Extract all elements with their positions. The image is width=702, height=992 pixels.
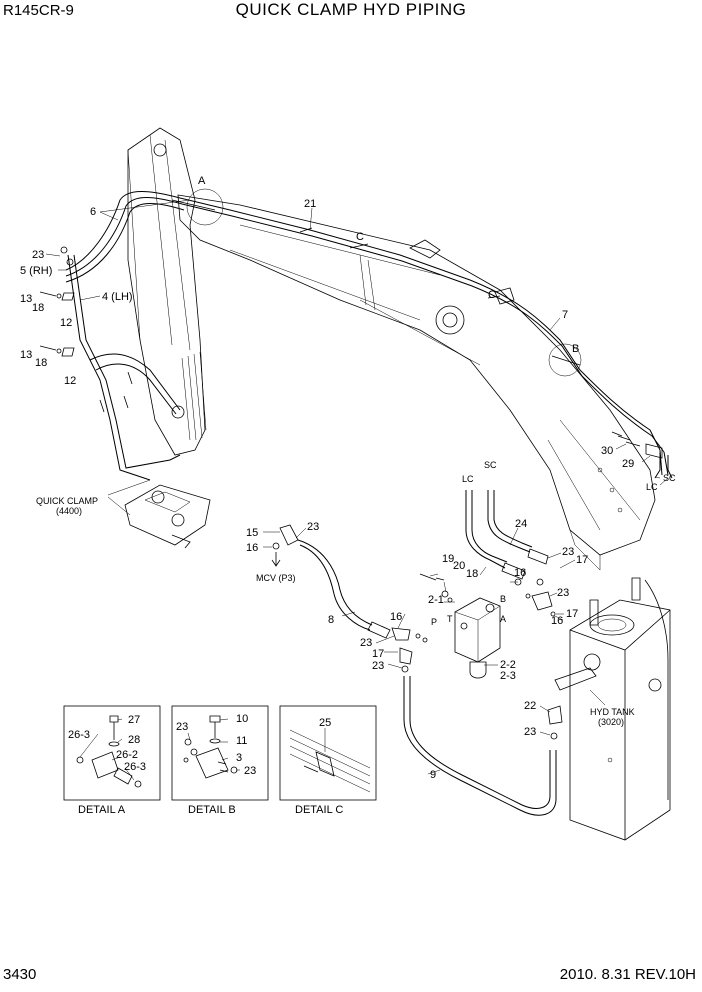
label-part-13: 13 bbox=[20, 293, 32, 305]
label-detail-a: A bbox=[198, 175, 206, 187]
label-quick-clamp-ref: (4400) bbox=[56, 506, 82, 516]
leader-lines bbox=[45, 199, 669, 781]
arm-structure bbox=[177, 194, 656, 571]
label-hyd-tank-ref: (3020) bbox=[598, 717, 624, 727]
label-detail-a-26-2: 26-2 bbox=[116, 749, 138, 761]
label-part-16: 16 bbox=[246, 542, 258, 554]
label-quick-clamp: QUICK CLAMP bbox=[36, 496, 98, 506]
label-port-b: B bbox=[500, 594, 506, 604]
label-detail-a: DETAIL A bbox=[78, 804, 126, 816]
label-part-30: 30 bbox=[601, 445, 613, 457]
page-number: 3430 bbox=[3, 966, 37, 983]
label-part-19: 19 bbox=[442, 553, 454, 565]
label-mcv: MCV (P3) bbox=[256, 573, 296, 583]
label-part-15: 15 bbox=[246, 527, 258, 539]
detail-b-circle bbox=[548, 343, 582, 377]
page-title: QUICK CLAMP HYD PIPING bbox=[235, 0, 467, 19]
quick-clamp-body bbox=[124, 484, 211, 549]
label-detail-b-23: 23 bbox=[176, 721, 188, 733]
label-part-12: 12 bbox=[60, 317, 72, 329]
valve-block bbox=[415, 573, 556, 679]
label-part-23: 23 bbox=[32, 249, 44, 261]
label-part-23-e: 23 bbox=[360, 637, 372, 649]
label-part-9: 9 bbox=[430, 769, 436, 781]
label-detail-b: DETAIL B bbox=[188, 804, 236, 816]
hose-8 bbox=[271, 524, 411, 641]
label-part-13-b: 13 bbox=[20, 349, 32, 361]
label-part-16-d: 16 bbox=[390, 611, 402, 623]
label-detail-a-27: 27 bbox=[128, 714, 140, 726]
hose-24 bbox=[465, 490, 549, 580]
label-part-5: 5 (RH) bbox=[20, 265, 52, 277]
label-lc-right: LC bbox=[646, 482, 658, 492]
label-detail-c-2: C bbox=[488, 289, 496, 301]
detail-b-parts bbox=[183, 715, 238, 779]
model-name: R145CR-9 bbox=[3, 2, 74, 19]
label-part-23-c: 23 bbox=[562, 546, 574, 558]
revision-date: 2010. 8.31 REV.10H bbox=[559, 966, 696, 983]
label-detail-b-11: 11 bbox=[236, 735, 247, 747]
label-detail-c-25: 25 bbox=[319, 717, 331, 729]
label-lc-top: LC bbox=[462, 474, 474, 484]
label-hyd-tank: HYD TANK bbox=[590, 707, 635, 717]
detail-a-parts bbox=[76, 715, 142, 788]
label-detail-a-28: 28 bbox=[128, 734, 140, 746]
label-part-2-2: 2-2 bbox=[500, 659, 516, 671]
label-detail-b-10: 10 bbox=[236, 713, 248, 725]
label-sc-top: SC bbox=[484, 460, 497, 470]
label-part-21: 21 bbox=[304, 198, 316, 210]
label-detail-b: B bbox=[572, 343, 579, 355]
label-part-23-g: 23 bbox=[524, 726, 536, 738]
part-labels: A B C C 6 21 23 5 (RH) 13 18 4 (LH) 12 1… bbox=[20, 175, 676, 816]
label-part-12-b: 12 bbox=[64, 375, 76, 387]
label-part-2-3: 2-3 bbox=[500, 670, 516, 682]
detail-a-box bbox=[63, 705, 161, 801]
label-detail-c: DETAIL C bbox=[295, 804, 343, 816]
detail-b-box bbox=[171, 705, 269, 801]
label-part-18-c: 18 bbox=[466, 568, 478, 580]
label-detail-c-1: C bbox=[356, 231, 364, 243]
label-part-4: 4 (LH) bbox=[102, 291, 133, 303]
label-part-23-f: 23 bbox=[372, 660, 384, 672]
label-part-17: 17 bbox=[576, 554, 588, 566]
label-part-23-d: 23 bbox=[557, 587, 569, 599]
label-detail-a-26-3: 26-3 bbox=[68, 729, 90, 741]
label-part-17-c: 17 bbox=[372, 648, 384, 660]
label-part-7: 7 bbox=[562, 309, 568, 321]
label-sc-right: SC bbox=[663, 473, 676, 483]
label-port-t: T bbox=[447, 614, 453, 624]
detail-c-box bbox=[279, 705, 377, 801]
label-part-17-b: 17 bbox=[566, 608, 578, 620]
hose-9 bbox=[399, 647, 563, 816]
label-part-20: 20 bbox=[453, 560, 465, 572]
label-detail-a-26-3-b: 26-3 bbox=[124, 761, 146, 773]
label-part-6: 6 bbox=[90, 206, 96, 218]
label-part-18-b: 18 bbox=[35, 357, 47, 369]
label-part-2-1: 2-1 bbox=[428, 594, 444, 606]
brackets-12 bbox=[39, 291, 75, 357]
label-part-23-b: 23 bbox=[307, 521, 319, 533]
label-port-a: A bbox=[500, 614, 506, 624]
label-part-24: 24 bbox=[515, 518, 527, 530]
label-detail-b-23-b: 23 bbox=[244, 765, 256, 777]
label-part-8: 8 bbox=[328, 614, 334, 626]
label-part-18: 18 bbox=[32, 302, 44, 314]
label-port-p: P bbox=[431, 617, 437, 627]
boom-structure bbox=[127, 127, 207, 456]
label-part-16-b: 16 bbox=[514, 567, 526, 579]
hyd-tank bbox=[554, 577, 671, 841]
detail-c-parts bbox=[289, 729, 371, 793]
label-detail-b-3: 3 bbox=[236, 752, 242, 764]
label-part-16-c: 16 bbox=[551, 615, 563, 627]
label-part-22: 22 bbox=[524, 700, 536, 712]
label-part-29: 29 bbox=[622, 458, 634, 470]
detail-a-circle bbox=[186, 188, 224, 226]
